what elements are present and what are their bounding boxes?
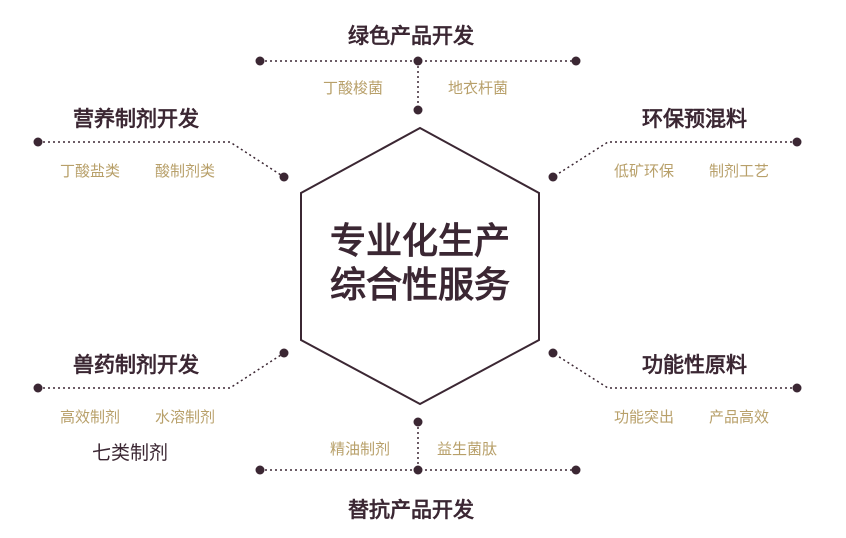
bottom-left-branch-item-2: 水溶制剂 — [155, 408, 216, 426]
top-branch-item-1: 丁酸梭菌 — [323, 79, 384, 97]
top-right-branch-item-2: 制剂工艺 — [709, 162, 770, 180]
bottom-branch-item-2: 益生菌肽 — [437, 440, 498, 458]
bottom-left-branch-item-1: 高效制剂 — [60, 408, 121, 426]
bottom-branch-item-1: 精油制剂 — [330, 440, 391, 458]
node-dot — [792, 383, 802, 393]
node-dot — [792, 137, 802, 147]
bottom-left-branch-extra: 七类制剂 — [92, 442, 169, 464]
bottom-right-branch-item-1: 功能突出 — [614, 408, 675, 426]
node-dot — [255, 465, 265, 475]
node-dot — [33, 383, 43, 393]
node-dot — [413, 465, 423, 475]
node-dot — [33, 137, 43, 147]
node-dot — [255, 56, 265, 66]
center-title: 专业化生产 综合性服务 — [300, 220, 540, 308]
center-title-line2: 综合性服务 — [329, 265, 510, 306]
node-dot — [279, 172, 289, 182]
bottom-branch-title: 替抗产品开发 — [348, 498, 474, 522]
top-left-branch-title: 营养制剂开发 — [73, 107, 199, 131]
top-left-branch-item-2: 酸制剂类 — [155, 162, 216, 180]
node-dot — [279, 348, 289, 358]
bottom-left-branch-title: 兽药制剂开发 — [73, 353, 199, 377]
node-dot — [571, 56, 581, 66]
center-title-line1: 专业化生产 — [329, 221, 510, 262]
node-dot — [413, 56, 423, 66]
top-branch-item-2: 地衣杆菌 — [448, 79, 509, 97]
center-hexagon — [300, 126, 540, 406]
node-dot — [571, 465, 581, 475]
top-left-connector — [38, 141, 285, 178]
node-dot — [548, 172, 558, 182]
top-left-branch-item-1: 丁酸盐类 — [60, 162, 121, 180]
node-dot — [413, 417, 423, 427]
node-dot — [548, 348, 558, 358]
node-dot — [413, 105, 423, 115]
bottom-right-branch-title: 功能性原料 — [642, 353, 747, 377]
bottom-left-connector — [38, 352, 285, 389]
top-branch-title: 绿色产品开发 — [348, 24, 474, 48]
bottom-right-branch-item-2: 产品高效 — [709, 408, 770, 426]
top-right-branch-title: 环保预混料 — [642, 107, 747, 131]
top-right-branch-item-1: 低矿环保 — [614, 162, 675, 180]
